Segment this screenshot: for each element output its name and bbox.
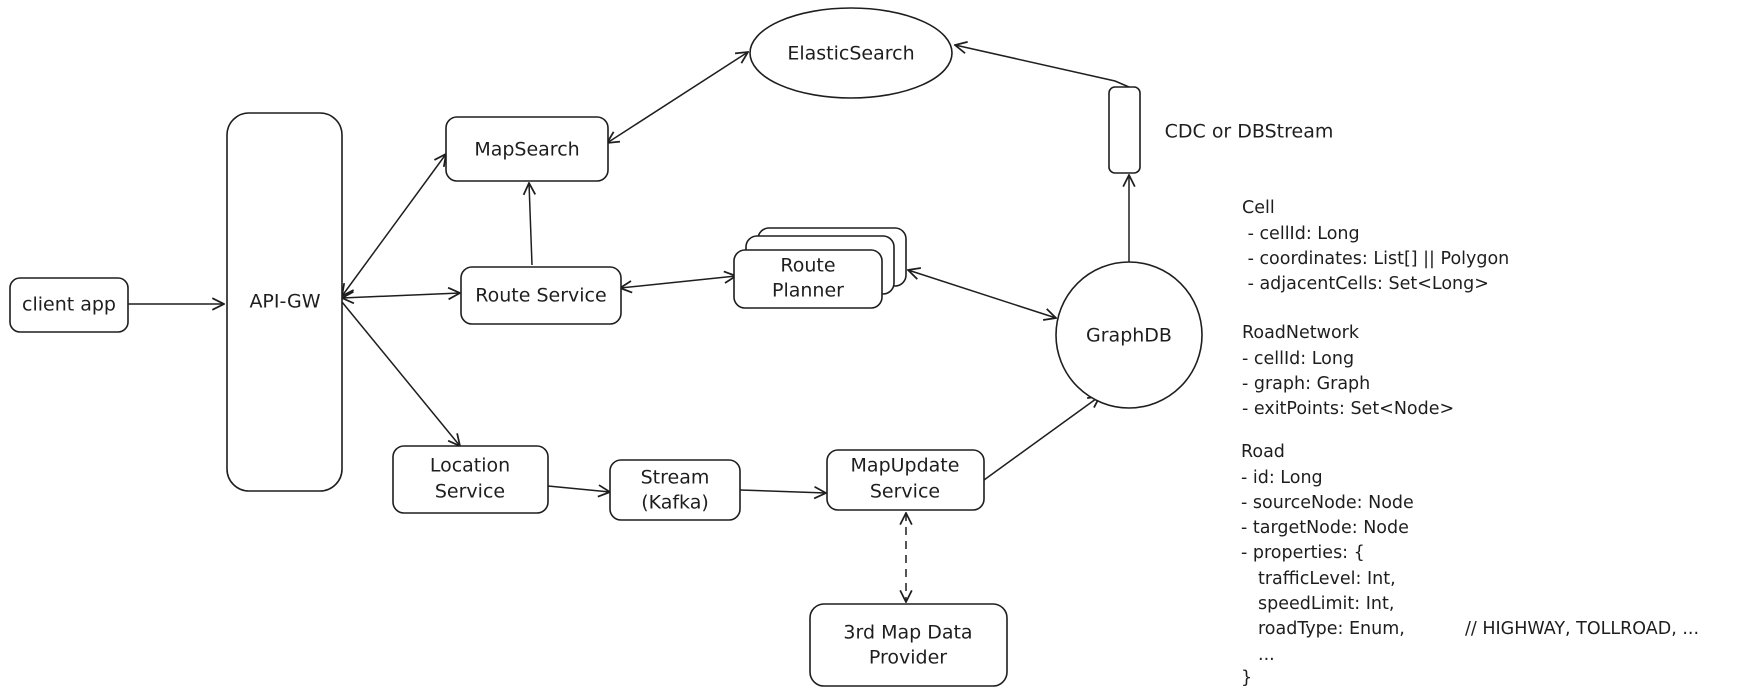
- schema-road-line-4: - properties: {: [1241, 543, 1365, 563]
- edge-routeservice-routeplanner: [620, 276, 736, 288]
- api-gw-node: API-GW: [226, 112, 343, 492]
- stream-kafka-node: Stream (Kafka): [609, 459, 741, 521]
- route-service-node: Route Service: [460, 266, 622, 325]
- location-service-label-line2: Service: [435, 481, 505, 503]
- schema-road-line-3: - targetNode: Node: [1241, 518, 1409, 538]
- route-service-label: Route Service: [475, 285, 606, 307]
- schema-road-line-8: ...: [1258, 645, 1275, 665]
- schema-cell-line-1: - cellId: Long: [1242, 224, 1360, 244]
- schema-road-type-comment: // HIGHWAY, TOLLROAD, ...: [1465, 619, 1699, 639]
- schema-road-line-1: - id: Long: [1241, 468, 1323, 488]
- cdc-label: CDC or DBStream: [1165, 121, 1334, 143]
- map-update-label-line2: Service: [870, 481, 940, 503]
- edge-location-to-stream: [547, 486, 610, 492]
- edge-mapupdate-to-graphdb: [983, 396, 1100, 481]
- location-service-node: Location Service: [392, 445, 549, 514]
- cdc-node: CDC or DBStream: [1108, 86, 1334, 174]
- schema-roadnetwork-line-1: - cellId: Long: [1242, 349, 1354, 369]
- schema-roadnetwork-line-3: - exitPoints: Set<Node>: [1242, 399, 1454, 419]
- schema-road-line-7: roadType: Enum,: [1258, 619, 1405, 639]
- schema-roadnetwork-line-0: RoadNetwork: [1242, 323, 1360, 343]
- edge-apigw-routeservice: [342, 293, 460, 298]
- edge-mapsearch-elasticsearch: [607, 52, 748, 143]
- schema-cell-line-0: Cell: [1242, 198, 1275, 218]
- schema-roadnetwork-line-2: - graph: Graph: [1242, 374, 1370, 394]
- schema-road-line-5: trafficLevel: Int,: [1258, 569, 1396, 589]
- schema-cell-line-3: - adjacentCells: Set<Long>: [1242, 274, 1489, 294]
- map-update-service-node: MapUpdate Service: [826, 449, 985, 511]
- schema-road-network: RoadNetwork - cellId: Long - graph: Grap…: [1242, 323, 1454, 419]
- api-gw-label: API-GW: [249, 291, 320, 313]
- schema-road: Road - id: Long - sourceNode: Node - tar…: [1241, 442, 1699, 688]
- edge-apigw-mapsearch: [342, 154, 446, 296]
- edge-apigw-to-locationservice: [341, 301, 460, 446]
- route-planner-label-line1: Route: [780, 255, 835, 277]
- third-party-provider-node: 3rd Map Data Provider: [809, 603, 1008, 687]
- provider-label-line1: 3rd Map Data: [843, 622, 972, 644]
- edge-cdc-to-elasticsearch: [955, 45, 1130, 88]
- client-app-node: client app: [9, 277, 129, 333]
- graphdb-node: GraphDB: [1055, 261, 1203, 409]
- edge-routeplanner-graphdb: [908, 270, 1056, 318]
- location-service-label-line1: Location: [430, 455, 510, 477]
- map-search-node: MapSearch: [445, 116, 609, 182]
- stream-kafka-label-line1: Stream: [641, 467, 710, 489]
- edge-stream-to-mapupdate: [739, 490, 826, 493]
- map-search-label: MapSearch: [474, 139, 579, 161]
- route-planner-label-line2: Planner: [772, 280, 844, 302]
- schema-road-line-6: speedLimit: Int,: [1258, 594, 1394, 614]
- schema-cell: Cell - cellId: Long - coordinates: List[…: [1242, 198, 1509, 294]
- schema-cell-line-2: - coordinates: List[] || Polygon: [1242, 249, 1509, 269]
- stream-kafka-label-line2: (Kafka): [641, 492, 709, 514]
- elasticsearch-node: ElasticSearch: [749, 7, 953, 99]
- schema-road-line-0: Road: [1241, 442, 1285, 462]
- edge-routeservice-to-mapsearch: [529, 183, 532, 266]
- graphdb-label: GraphDB: [1086, 325, 1172, 347]
- map-update-label-line1: MapUpdate: [851, 455, 960, 477]
- route-planner-node: Route Planner: [733, 227, 907, 309]
- edges: [128, 45, 1129, 602]
- elasticsearch-label: ElasticSearch: [787, 43, 914, 65]
- schema-road-line-9: }: [1241, 668, 1252, 688]
- schema-road-line-2: - sourceNode: Node: [1241, 493, 1414, 513]
- client-app-label: client app: [22, 294, 116, 316]
- provider-label-line2: Provider: [869, 647, 947, 669]
